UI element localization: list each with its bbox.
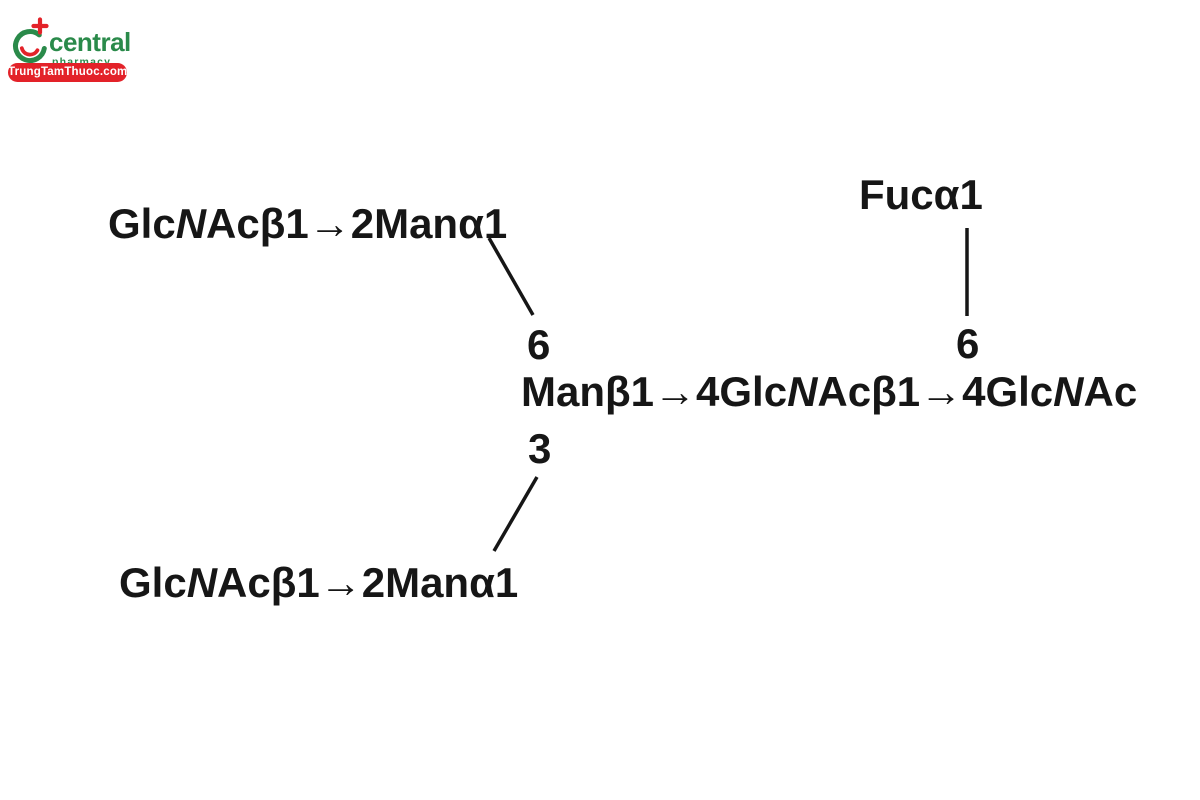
central-pharmacy-logo: central pharmacy TrungTamThuoc.com [8,14,138,86]
linkage-3-label: 3 [528,425,552,472]
lower-branch-italic-n: N [186,559,218,606]
upper-branch-italic-n: N [175,200,207,247]
core-chain-label: Manβ1→4GlcNAcβ1→4GlcNAc [521,371,1137,413]
core-italic-n1: N [787,368,818,415]
lower-branch-pre: Glc [119,559,187,606]
core-seg2: Acβ1→4Glc [817,368,1054,415]
upper-branch-label: GlcNAcβ1→2Manα1 [108,203,507,245]
bond-line-upper-branch [487,237,535,316]
logo-green-c-arc [13,29,47,63]
upper-branch-post: Acβ1→2Manα1 [206,200,508,247]
logo-red-inner-arc [19,46,40,57]
central-pharmacy-logo-icon [13,17,49,63]
fucose-label: Fucα1 [859,171,983,218]
bond-line-lower-branch [492,476,539,552]
logo-subtitle-text: pharmacy [52,56,112,68]
lower-branch-post: Acβ1→2Manα1 [217,559,519,606]
core-seg1: Manβ1→4Glc [521,368,788,415]
logo-plus-icon [31,17,49,35]
upper-branch-pre: Glc [108,200,176,247]
linkage-6-left-label: 6 [527,321,551,368]
logo-brand-text: central [49,27,131,57]
lower-branch-label: GlcNAcβ1→2Manα1 [119,562,518,604]
core-italic-n2: N [1053,368,1084,415]
core-seg3: Ac [1083,368,1138,415]
linkage-6-right-label: 6 [956,320,980,367]
logo-banner: TrungTamThuoc.com [8,63,127,82]
